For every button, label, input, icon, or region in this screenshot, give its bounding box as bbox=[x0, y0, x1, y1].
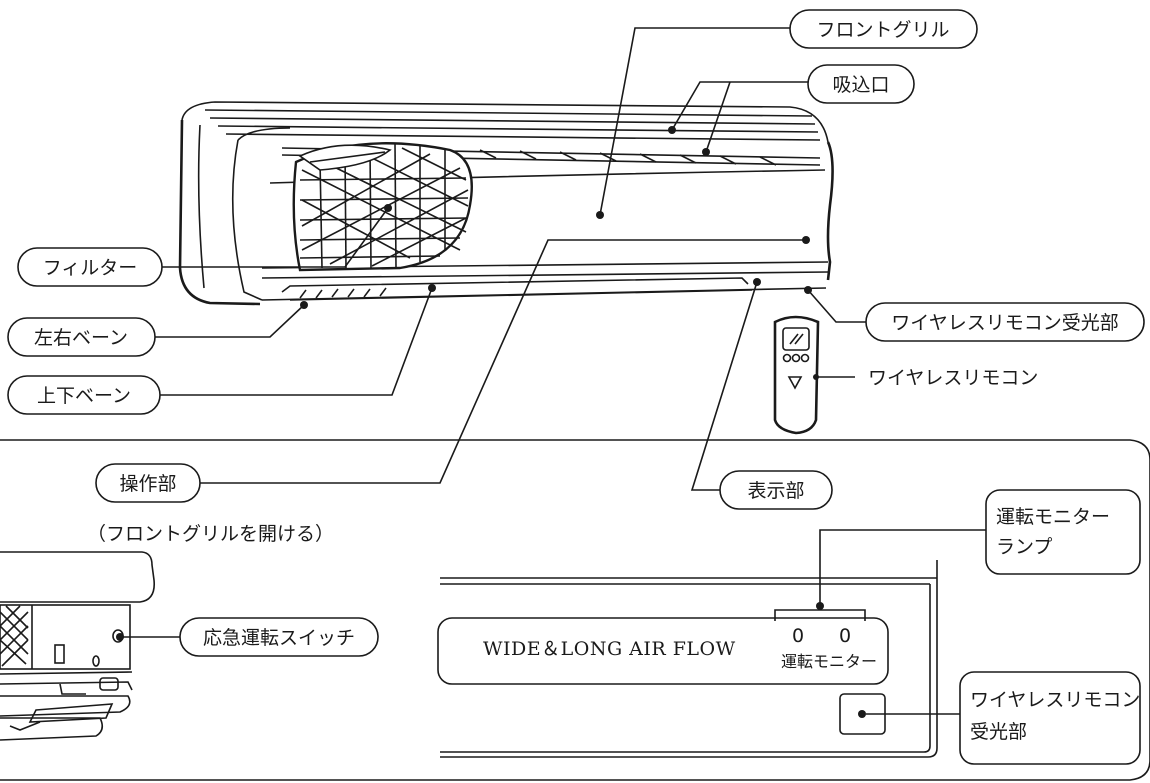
leader-lines bbox=[155, 27, 866, 491]
callout-filter: フィルター bbox=[17, 247, 163, 287]
receiver2-label-line1: ワイヤレスリモコン bbox=[970, 689, 1140, 711]
top-slats bbox=[204, 109, 821, 141]
indoor-unit bbox=[178, 101, 834, 306]
brand-text: WIDE＆LONG AIR FLOW bbox=[483, 638, 736, 660]
monitor-lamp-label-line1: 運転モニター bbox=[996, 506, 1110, 528]
callout-air-intake: 吸込口 bbox=[807, 64, 915, 104]
callout-receiver2: ワイヤレスリモコン 受光部 bbox=[959, 671, 1141, 765]
filter-label: フィルター bbox=[43, 257, 138, 279]
monitor-lamp-2: 0 bbox=[839, 625, 851, 647]
callout-emergency-switch: 応急運転スイッチ bbox=[179, 617, 379, 657]
operation-panel: WIDE＆LONG AIR FLOW 0 0 運転モニター bbox=[437, 560, 960, 758]
emergency-switch-label: 応急運転スイッチ bbox=[203, 627, 355, 649]
control-panel-label: 操作部 bbox=[119, 473, 176, 495]
callout-monitor-lamp: 運転モニター ランプ bbox=[985, 489, 1141, 575]
ud-vane-label: 上下ベーン bbox=[37, 385, 131, 407]
callout-ud-vane: 上下ベーン bbox=[7, 375, 161, 415]
filter-mesh bbox=[299, 143, 469, 269]
callout-display: 表示部 bbox=[719, 470, 833, 510]
remote-label: ワイヤレスリモコン bbox=[868, 367, 1038, 389]
callout-front-grille: フロントグリル bbox=[789, 9, 978, 49]
lr-vane-blades bbox=[299, 287, 387, 299]
monitor-lamp-label-line2: ランプ bbox=[996, 536, 1052, 558]
callout-control-panel: 操作部 bbox=[95, 463, 201, 503]
opened-unit-detail bbox=[0, 551, 156, 741]
monitor-leader bbox=[819, 529, 986, 606]
callout-receiver: ワイヤレスリモコン受光部 bbox=[865, 302, 1145, 342]
display-label: 表示部 bbox=[747, 480, 804, 502]
remote-illustration bbox=[773, 315, 855, 435]
open-grille-note: （フロントグリルを開ける） bbox=[87, 523, 334, 545]
air-intake-label: 吸込口 bbox=[832, 74, 889, 96]
receiver-label: ワイヤレスリモコン受光部 bbox=[891, 312, 1118, 334]
callout-lr-vane: 左右ベーン bbox=[7, 317, 156, 357]
display-strip bbox=[437, 617, 889, 685]
front-grille-label: フロントグリル bbox=[816, 19, 949, 41]
monitor-text: 運転モニター bbox=[781, 652, 877, 671]
lr-vane-label: 左右ベーン bbox=[34, 327, 128, 349]
intake-slats bbox=[479, 149, 777, 166]
detail-section-frame bbox=[0, 439, 1150, 781]
receiver2-label-line2: 受光部 bbox=[970, 721, 1027, 743]
monitor-lamp-1: 0 bbox=[792, 625, 804, 647]
